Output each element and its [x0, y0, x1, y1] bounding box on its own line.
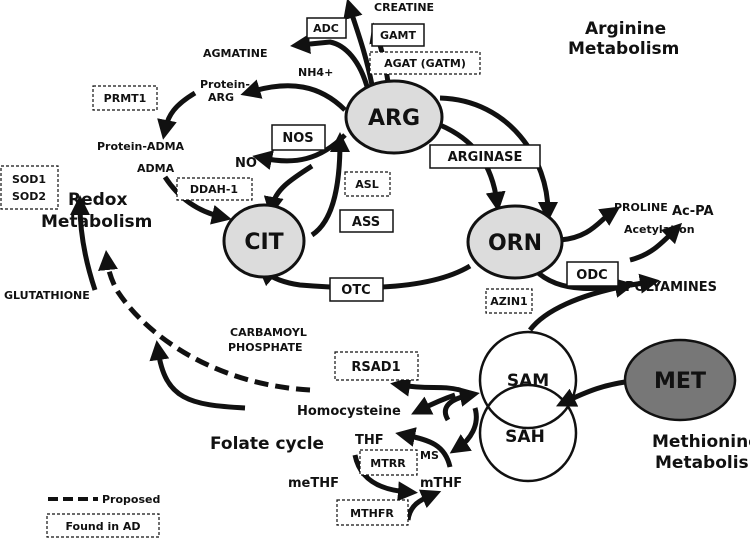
methionine-metabolism-title-1: Methionine [652, 432, 750, 452]
arginine-metabolism-title-1: Arginine [585, 19, 666, 39]
azin1-label: AZIN1 [490, 295, 527, 308]
orn-label: ORN [488, 231, 542, 256]
phosphate-label: PHOSPHATE [228, 341, 303, 354]
orn-node [466, 204, 564, 280]
prmt1-box [92, 85, 158, 111]
ddah1-label: DDAH-1 [190, 183, 238, 196]
methionine-metabolism-title-2: Metabolism [655, 453, 750, 473]
arg-label: ARG [368, 106, 420, 131]
methf-label: meTHF [288, 476, 339, 491]
no-label: NO [235, 156, 257, 171]
adc-box [306, 17, 347, 39]
prmt1-label: PRMT1 [104, 92, 147, 105]
protein-arg-label-1: Protein- [200, 78, 250, 91]
odc-label: ODC [576, 268, 607, 283]
sam-node [478, 330, 578, 430]
polyamines-label: POLYAMINES [625, 280, 717, 295]
thf-label: THF [355, 433, 384, 448]
ac-pa-label: Ac-PA [672, 204, 714, 219]
agat-box [369, 51, 481, 75]
agmatine-label: AGMATINE [203, 47, 267, 60]
legend: Proposed Found in AD [46, 493, 160, 538]
ass-label: ASS [352, 215, 380, 230]
odc-box [566, 261, 619, 287]
asl-label: ASL [355, 178, 378, 191]
gamt-box [371, 23, 425, 47]
arginine-metabolism-title-2: Metabolism [568, 39, 679, 59]
pathway-arrows [70, 0, 683, 521]
adc-label: ADC [313, 22, 339, 35]
glutathione-label: GLUTATHIONE [4, 289, 90, 302]
creatine-label: CREATINE [374, 1, 434, 14]
otc-label: OTC [341, 283, 370, 298]
arginase-box [429, 144, 541, 169]
otc-box [329, 277, 384, 302]
protein-adma-label: Protein-ADMA [97, 140, 185, 153]
mtrr-box [359, 449, 418, 476]
arginase-label: ARGINASE [448, 150, 523, 165]
redox-metabolism-title-2: Metabolism [41, 212, 152, 232]
mthf-label: mTHF [420, 476, 462, 491]
proline-label: PROLINE [614, 201, 668, 214]
redox-metabolism-title-1: Redox [68, 190, 127, 210]
cit-node [222, 203, 306, 279]
sah-node [478, 383, 578, 483]
cit-label: CIT [244, 230, 283, 255]
found-in-ad-box-sample [46, 513, 160, 538]
rsad1-label: RSAD1 [351, 360, 400, 375]
protein-arg-label-2: ARG [208, 91, 234, 104]
acetylation-label: Acetylation [624, 223, 695, 236]
mthfr-box [336, 499, 409, 526]
met-node [623, 338, 737, 422]
nos-label: NOS [282, 131, 313, 146]
nos-box [271, 124, 326, 151]
legend-found-in-ad: Found in AD [65, 520, 140, 533]
sod1-label: SOD1 [12, 173, 46, 186]
arg-node [344, 79, 444, 155]
ass-box [339, 209, 394, 233]
adma-label: ADMA [137, 162, 175, 175]
carbamoyl-label: CARBAMOYL [230, 326, 307, 339]
ddah1-box [176, 177, 253, 201]
sah-label: SAH [505, 427, 545, 447]
folate-cycle-title: Folate cycle [210, 434, 324, 454]
sod-box [0, 165, 59, 210]
gamt-label: GAMT [380, 29, 416, 42]
nh4-label: NH4+ [298, 66, 333, 79]
agat-label: AGAT (GATM) [384, 57, 466, 70]
rsad1-box [334, 351, 419, 381]
ms-label: MS [420, 449, 439, 462]
legend-proposed: Proposed [102, 493, 160, 506]
azin1-box [485, 288, 533, 314]
mthfr-label: MTHFR [350, 507, 394, 520]
asl-box [344, 171, 391, 197]
homocysteine-label: Homocysteine [297, 404, 401, 419]
sod2-label: SOD2 [12, 190, 46, 203]
met-label: MET [654, 369, 706, 394]
mtrr-label: MTRR [370, 457, 406, 470]
